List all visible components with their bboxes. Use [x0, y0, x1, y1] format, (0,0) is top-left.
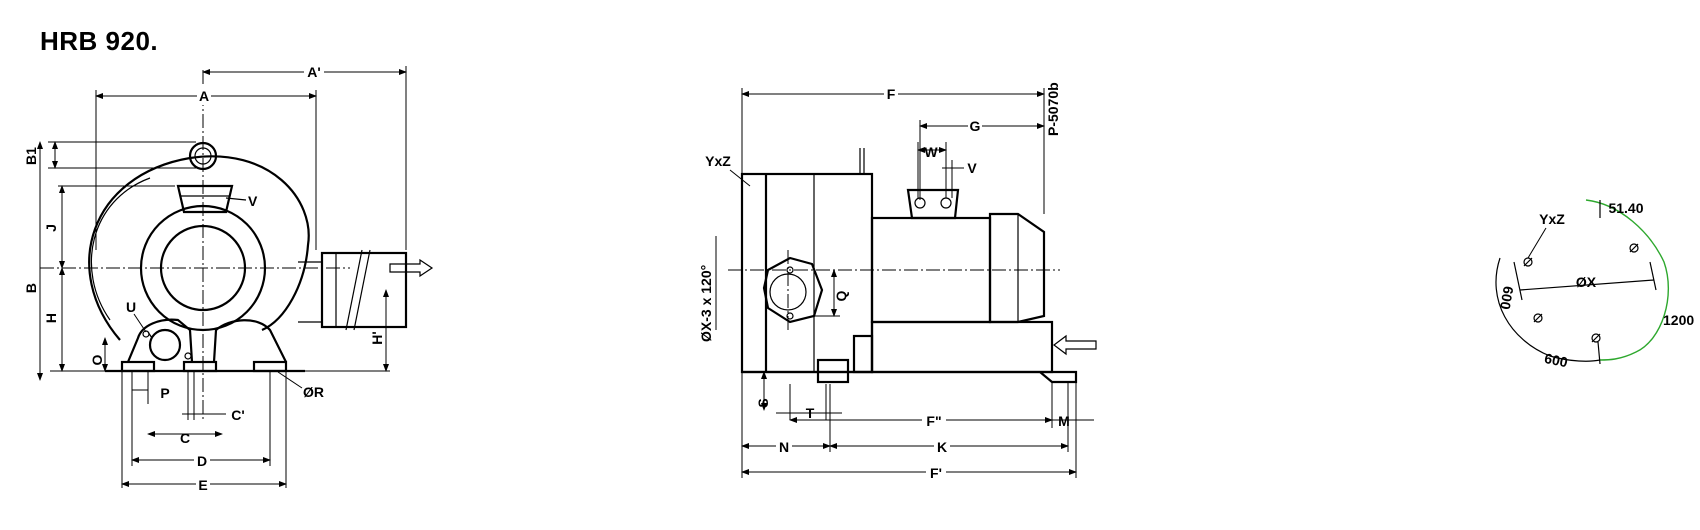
- flange-arc: [1495, 257, 1601, 362]
- inlet-flange: [762, 256, 824, 324]
- dim-t: T: [806, 405, 815, 421]
- label-yxz: YxZ: [705, 153, 731, 169]
- dim-e: E: [198, 477, 207, 493]
- drain-port: [148, 328, 182, 362]
- dim-a-prime: A': [307, 64, 320, 80]
- dim-or: ØR: [303, 384, 324, 400]
- flange-arc-green: [1585, 199, 1670, 361]
- drawing-code: P-5070b: [1045, 82, 1061, 136]
- dim-f: F: [887, 86, 896, 102]
- dim-h: H: [43, 313, 59, 323]
- dim-a: A: [199, 88, 209, 104]
- dim-b1: B1: [23, 147, 39, 165]
- terminal-box: [906, 188, 960, 220]
- flange-dim-600-bottom: 600: [1543, 350, 1569, 371]
- flange-label-yxz: YxZ: [1539, 211, 1565, 227]
- dim-p: P: [160, 385, 169, 401]
- dim-c: C: [180, 430, 190, 446]
- foot-right: [212, 319, 287, 363]
- dim-d: D: [197, 453, 207, 469]
- top-port: [176, 184, 234, 214]
- dim-h-prime: H': [369, 331, 385, 344]
- side-view: F G P-5070b W V YxZ ØX-3 x 120° Q S T: [698, 82, 1097, 481]
- dim-o: O: [89, 354, 105, 365]
- dim-v: V: [967, 160, 977, 176]
- motor-fan-cover: [988, 212, 1046, 324]
- dim-s: S: [755, 398, 771, 407]
- inlet-arrow: [1053, 334, 1097, 356]
- dim-q: Q: [833, 290, 849, 301]
- outlet-pipe: [320, 251, 408, 329]
- outlet-arrow: [389, 258, 434, 278]
- model-title: HRB 920.: [40, 26, 159, 56]
- dim-m: M: [1058, 413, 1070, 429]
- dim-w: W: [924, 144, 938, 160]
- blower-housing: [740, 172, 874, 374]
- foot-left: [126, 318, 194, 363]
- label-flange-holes: ØX-3 x 120°: [698, 265, 714, 342]
- dim-f-double-prime: F": [926, 413, 941, 429]
- dim-g: G: [970, 118, 981, 134]
- front-view: A' A B1 B J H O H' V U: [23, 62, 434, 493]
- dim-n: N: [779, 439, 789, 455]
- base-plate: [870, 320, 1054, 374]
- dim-k: K: [937, 439, 947, 455]
- flange-dim-600-left: 600: [1497, 285, 1517, 311]
- dim-b: B: [23, 283, 39, 293]
- dim-j: J: [43, 224, 59, 232]
- label-u: U: [126, 299, 136, 315]
- flange-view: YxZ 51.40 ØX 600 600 1200: [1495, 199, 1694, 371]
- flange-dim-1200: 1200: [1663, 312, 1694, 328]
- dim-f-prime: F': [930, 465, 942, 481]
- flange-angle: 51.40: [1608, 200, 1643, 216]
- dim-c-prime: C': [231, 407, 244, 423]
- flange-diameter: ØX: [1576, 274, 1597, 290]
- label-v: V: [248, 193, 258, 209]
- housing-outline: [88, 155, 310, 341]
